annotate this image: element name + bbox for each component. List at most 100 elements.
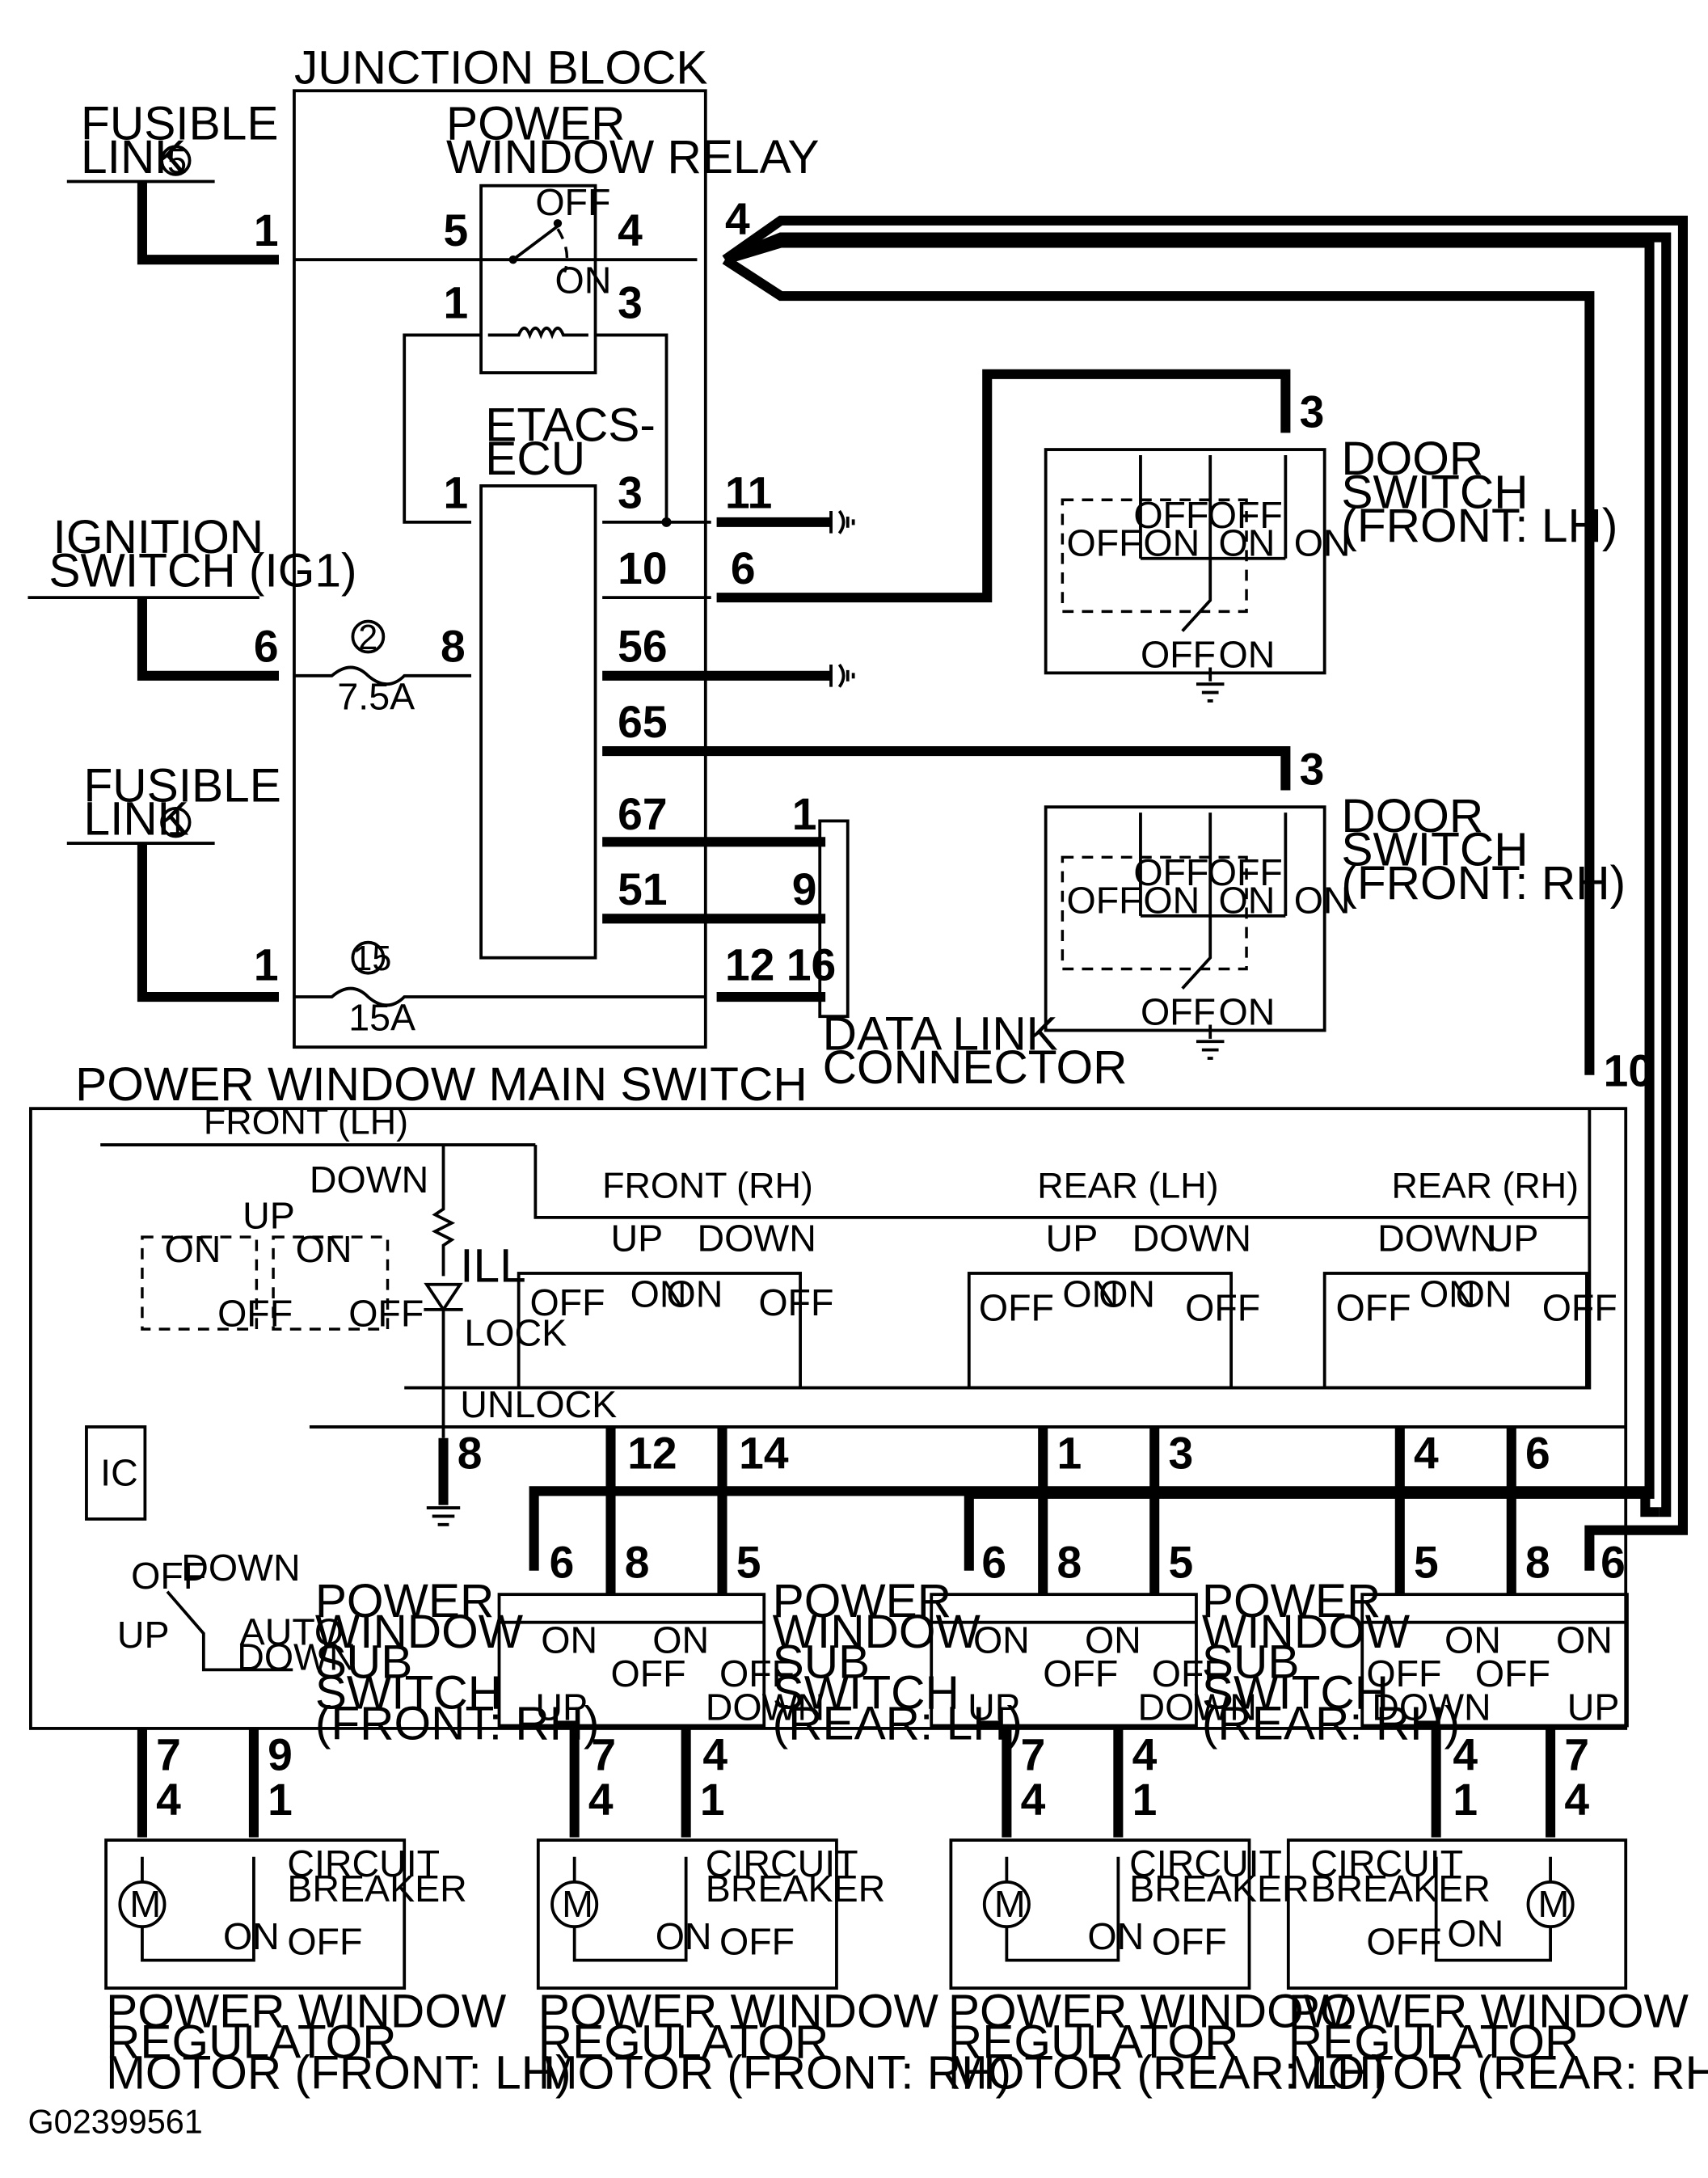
pin-ms-7: 7 xyxy=(156,1730,181,1780)
relay-label: POWER xyxy=(446,98,626,150)
srr-down: DOWN xyxy=(1372,1686,1491,1728)
srl-on2: ON xyxy=(1085,1619,1141,1661)
pin-jb-4-right: 4 xyxy=(725,194,750,244)
door-lh-on1: ON xyxy=(1143,521,1200,563)
pin-ecu-65: 65 xyxy=(618,697,667,747)
sub-switch-front-rh xyxy=(497,1593,766,1728)
ground-symbol-door-lh xyxy=(1196,667,1225,703)
pin-ecu-1: 1 xyxy=(444,468,469,518)
sfr-down: DOWN xyxy=(706,1686,824,1728)
fuse-15-number: 15 xyxy=(352,939,391,978)
pin-mfl-4: 4 xyxy=(156,1775,181,1825)
rlh-on2: ON xyxy=(1099,1273,1155,1315)
fusible-link-1-number: 1 xyxy=(167,804,187,843)
sub-rl-label-b: WINDOW xyxy=(773,1606,981,1658)
sfr-off1: OFF xyxy=(611,1652,686,1695)
fuse-2-circle xyxy=(351,619,386,654)
harness-4 xyxy=(722,215,1688,1571)
rrh-on2: ON xyxy=(1456,1273,1512,1315)
cb-fl-off: OFF xyxy=(287,1921,362,1963)
etacs-ecu xyxy=(479,484,597,960)
srr-off2: OFF xyxy=(1475,1652,1550,1695)
pin-ecu-51: 51 xyxy=(618,864,667,914)
motor-rr-c: MOTOR (REAR: RH) xyxy=(1288,2046,1708,2099)
pin-ecu-67: 67 xyxy=(618,789,667,839)
unlock-label: UNLOCK xyxy=(460,1383,617,1425)
pin-jb-6-right: 6 xyxy=(731,543,756,593)
cb-fr-off: OFF xyxy=(719,1921,795,1963)
fuse-2-number: 2 xyxy=(358,618,377,657)
motor-front-rh xyxy=(536,1838,838,1990)
ic-chip xyxy=(85,1425,147,1521)
wire-fusible-link-5 xyxy=(137,181,279,265)
door-lh-label-b: SWITCH xyxy=(1341,466,1528,519)
pin-ecu-56: 56 xyxy=(618,622,667,672)
pin-srl-8: 8 xyxy=(1056,1537,1082,1587)
cb-fl-on: ON xyxy=(223,1915,280,1957)
rlh-off2: OFF xyxy=(1185,1287,1260,1329)
pin-mfr-1: 1 xyxy=(700,1775,725,1825)
door-rh-off3: OFF xyxy=(1208,851,1283,893)
srl-up: UP xyxy=(968,1686,1020,1728)
pin-relay-5: 5 xyxy=(444,205,469,255)
wire-door-lh xyxy=(716,369,1291,603)
junction-block-box xyxy=(293,89,707,1049)
pin-ms-12: 12 xyxy=(627,1429,677,1479)
motor-fl-b: REGULATOR xyxy=(106,2015,397,2068)
door-rh-off1: OFF xyxy=(1067,879,1142,921)
sub-switch-rear-rh xyxy=(1360,1593,1629,1728)
rrh-up: UP xyxy=(1487,1217,1539,1259)
sub-fr-label-e: (FRONT: RH) xyxy=(315,1698,600,1750)
door-rh-on1: ON xyxy=(1143,879,1200,921)
pin-srr-8: 8 xyxy=(1525,1537,1550,1587)
door-lh-on2: ON xyxy=(1219,521,1276,563)
pin-sfr-4: 4 xyxy=(702,1730,727,1780)
ill-label: ILL xyxy=(460,1239,526,1292)
ill-led xyxy=(424,1282,463,1313)
motor-rl-c: MOTOR (REAR: LH) xyxy=(948,2046,1387,2099)
lock-label: LOCK xyxy=(464,1312,567,1354)
rlh-down: DOWN xyxy=(1132,1217,1251,1259)
relay-label-b: WINDOW RELAY xyxy=(446,131,820,184)
cb-fl-b: BREAKER xyxy=(287,1868,466,1910)
pin-relay-4: 4 xyxy=(618,205,643,255)
door-switch-front-rh xyxy=(1044,805,1326,1032)
rlh-on1: ON xyxy=(1062,1273,1119,1315)
pin-jb-12: 12 xyxy=(725,939,774,990)
pin-ecu-10: 10 xyxy=(618,543,667,593)
rrh-off1: OFF xyxy=(1335,1287,1411,1329)
rear-rh-label: REAR (RH) xyxy=(1391,1165,1579,1206)
motor-rl-m: M xyxy=(994,1883,1026,1925)
rlh-off1: OFF xyxy=(979,1287,1054,1329)
dlc-label: DATA LINK xyxy=(823,1008,1058,1061)
cb-rr-off: OFF xyxy=(1366,1921,1441,1963)
pin-sfr-6: 6 xyxy=(550,1537,575,1587)
door-rh-on2: ON xyxy=(1219,879,1276,921)
wire-fusible-link-1 xyxy=(137,843,279,1002)
ign-label-b: SWITCH (IG1) xyxy=(48,544,356,597)
sfr-on1: ON xyxy=(541,1619,597,1661)
pin-dlc-1: 1 xyxy=(792,789,817,839)
door-rh-label: DOOR xyxy=(1341,790,1483,842)
motor-rear-lh xyxy=(949,1838,1251,1990)
wire-ignition xyxy=(137,597,279,681)
motor-rl-b: REGULATOR xyxy=(948,2015,1239,2068)
sub-switch-rear-lh xyxy=(930,1593,1198,1728)
door-lh-label-c: (FRONT: LH) xyxy=(1341,500,1617,552)
relay-on: ON xyxy=(555,260,612,302)
fuse-15-circle xyxy=(351,940,386,975)
auto-down: DOWN xyxy=(181,1547,300,1589)
ground-symbol-1 xyxy=(829,509,855,534)
pin-jb-1-top: 1 xyxy=(254,205,279,255)
motor-rr-b: REGULATOR xyxy=(1288,2015,1579,2068)
cb-rl-a: CIRCUIT xyxy=(1129,1842,1282,1885)
pin-mfl-1: 1 xyxy=(268,1775,293,1825)
sub-fr-label: POWER xyxy=(315,1575,495,1627)
motor-fr-c: MOTOR (FRONT: RH) xyxy=(538,2046,1011,2099)
ground-symbol-2 xyxy=(829,663,855,688)
sub-rr-label-d: SWITCH xyxy=(1202,1667,1389,1720)
pin-mrl-4: 4 xyxy=(1021,1775,1046,1825)
sub-rr-label: POWER xyxy=(1202,1575,1381,1627)
auto-off: OFF xyxy=(131,1555,206,1597)
frh-on2: ON xyxy=(667,1273,723,1315)
